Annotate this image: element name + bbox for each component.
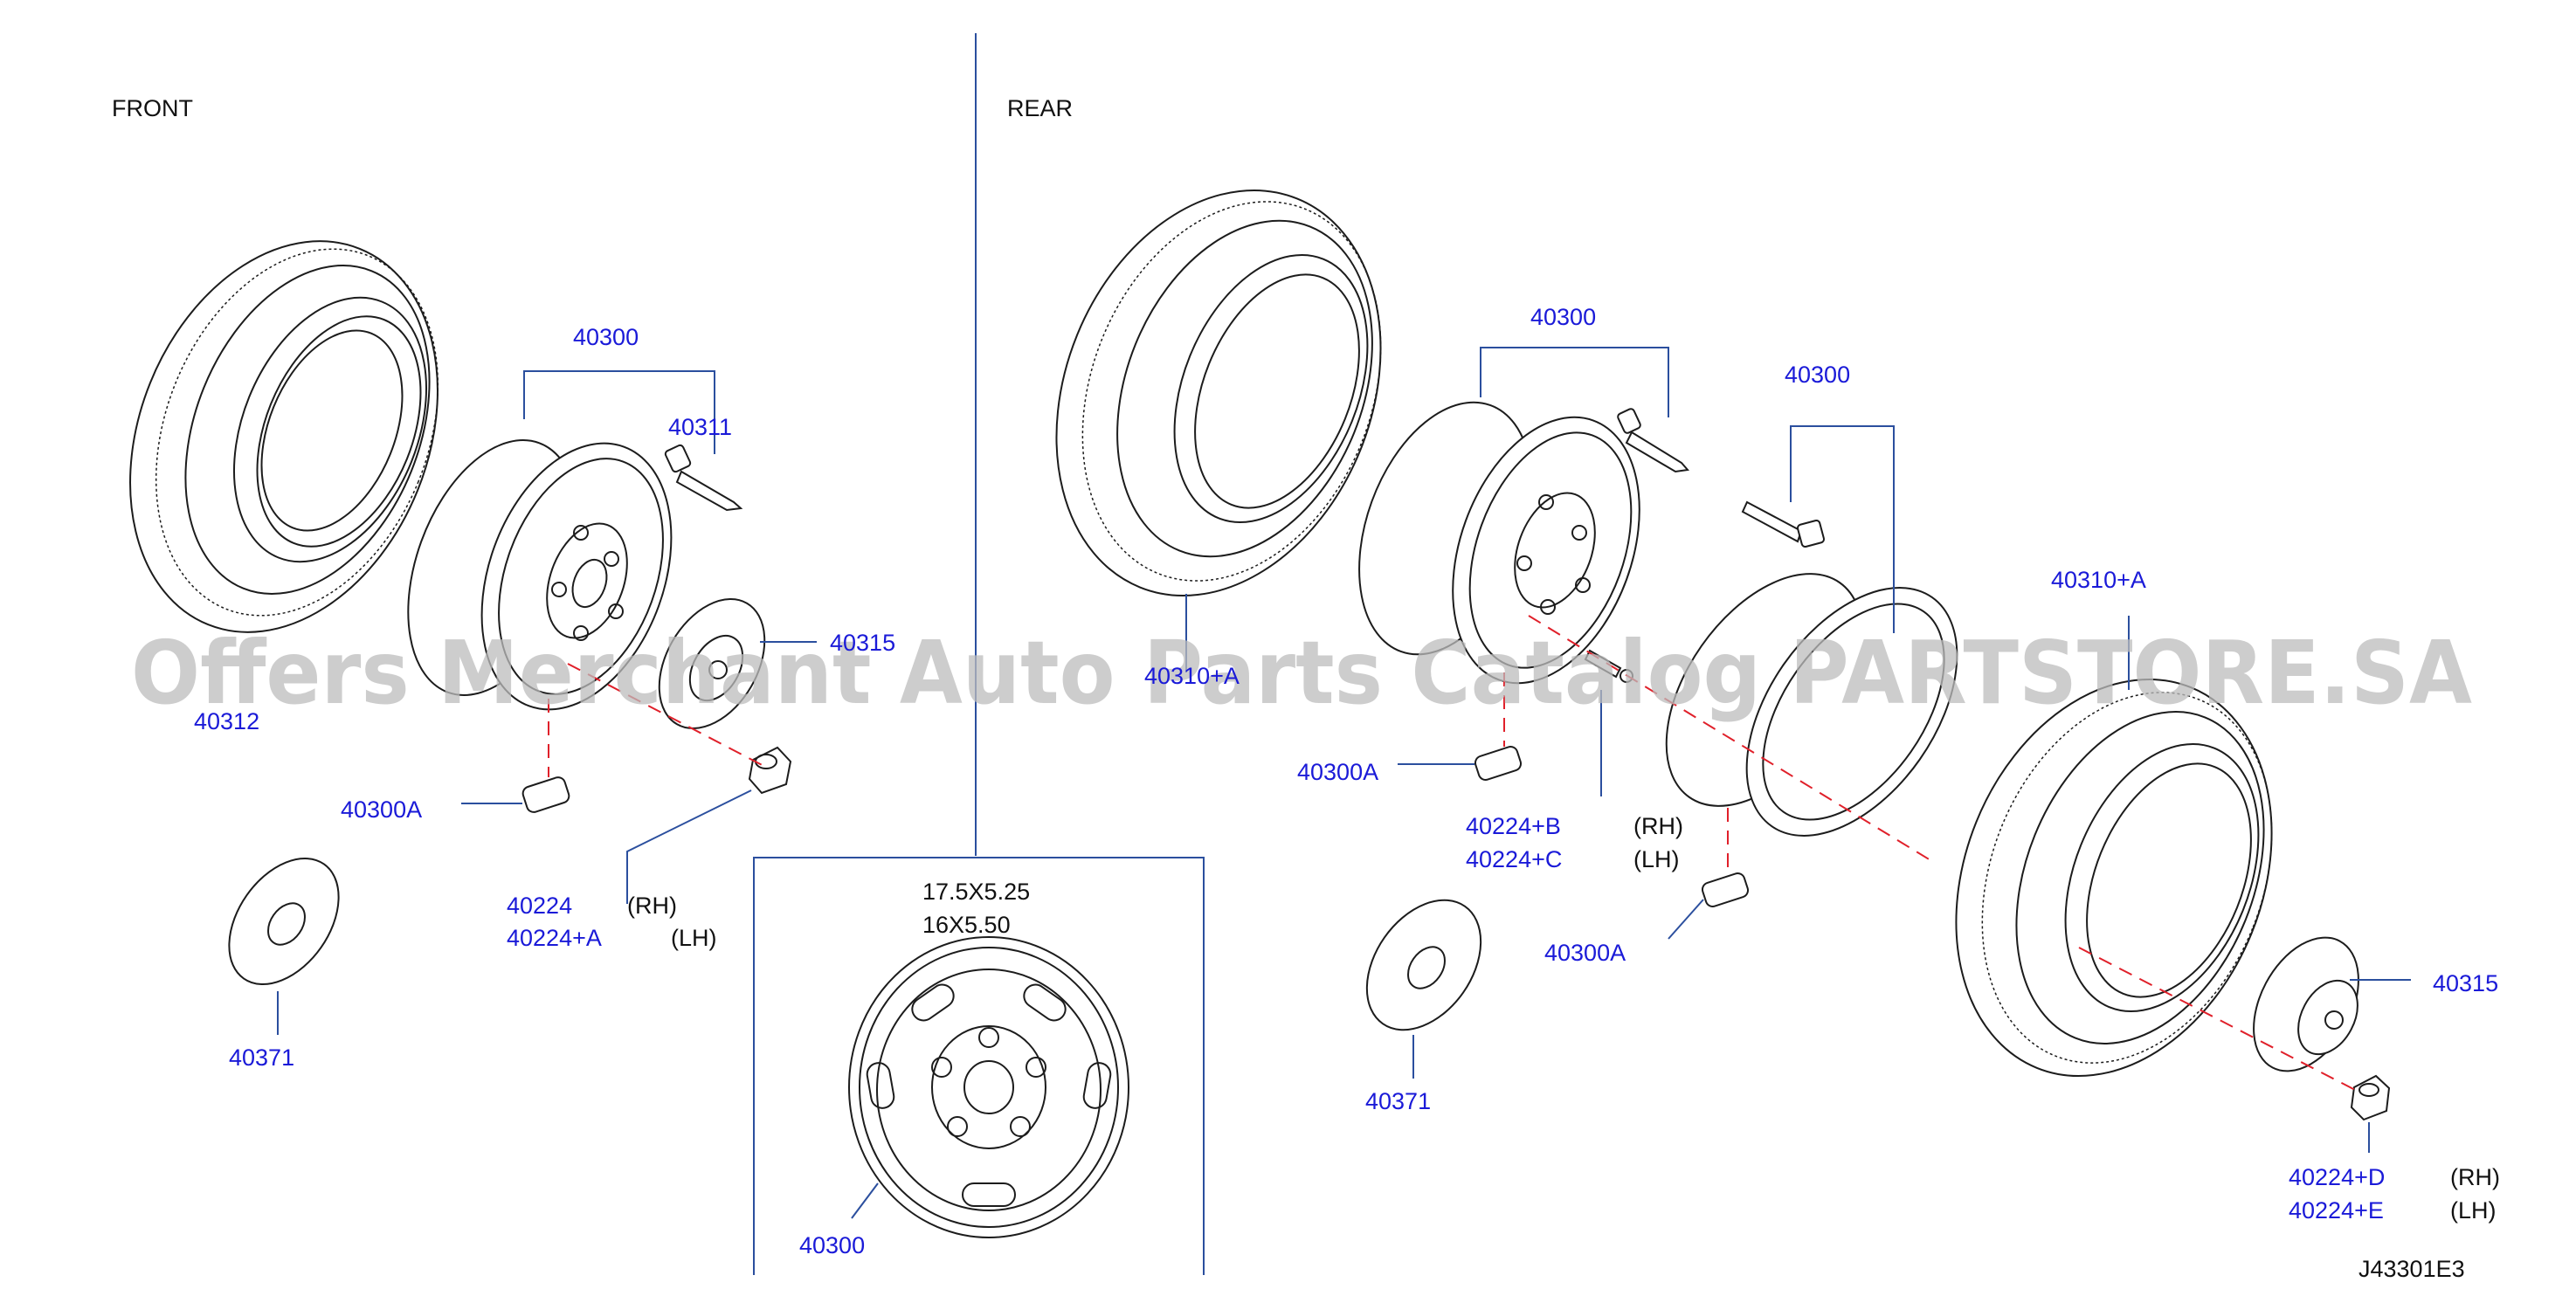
inset-wheel-leader [851,1182,879,1219]
rear-nut-d-label[interactable]: 40224+D [2289,1164,2385,1190]
rear-stud-b-label[interactable]: 40224+B [1466,813,1561,839]
rear-nut-illustration[interactable] [2350,1074,2391,1121]
front-hub-cap-label[interactable]: 40315 [830,630,895,656]
inset-size-1: 17.5X5.25 [922,879,1030,905]
rear-centerline-outer [2078,947,2359,1093]
rear-outer-tire-label[interactable]: 40310+A [2051,567,2146,593]
front-nut-rh-label[interactable]: 40224 [507,893,572,919]
rear-inner-valve-illustration[interactable] [1617,408,1689,473]
rear-outer-wheel-group-label[interactable]: 40300 [1785,362,1850,388]
front-washer-illustration[interactable] [207,838,362,1005]
inset-frame [753,857,1205,1275]
front-balance-weight-illustration[interactable] [521,776,571,814]
front-wheel-rim-illustration[interactable] [376,417,706,736]
front-nut-rh-side: (RH) [627,893,677,919]
rear-inner-wheel-group-bracket [1480,347,1669,417]
rear-inner-wheel-group-label[interactable]: 40300 [1530,304,1596,330]
rear-outer-wheel-group-bracket [1790,425,1895,633]
rear-outer-tire-illustration[interactable] [1899,631,2328,1123]
rear-nut-e-label[interactable]: 40224+E [2289,1197,2384,1224]
rear-nut-d-side: (RH) [2450,1164,2500,1190]
rear-outer-weight-label[interactable]: 40300A [1544,940,1626,966]
rear-outer-valve-illustration[interactable] [1741,500,1826,548]
front-valve-label[interactable]: 40311 [668,414,732,440]
rear-hub-cap-illustration[interactable] [2233,920,2380,1089]
front-hub-cap-illustration[interactable] [638,581,786,748]
rear-section-title: REAR [1007,95,1073,121]
rear-washer-illustration[interactable] [1343,879,1504,1051]
front-nut-leader [626,789,752,904]
rear-inner-tire-illustration[interactable] [998,141,1439,645]
diagram-code: J43301E3 [2358,1256,2465,1282]
rear-inner-weight-label[interactable]: 40300A [1297,759,1378,785]
rear-centerline [1528,615,1931,861]
rear-stud-c-label[interactable]: 40224+C [1466,846,1562,872]
watermark: Offers Merchant Auto Parts Catalog PARTS… [131,622,2472,724]
front-section-title: FRONT [112,95,193,121]
front-washer-label[interactable]: 40371 [229,1044,294,1071]
front-wheel-group-label[interactable]: 40300 [573,324,639,350]
front-valve-illustration[interactable] [664,444,743,512]
front-weight-label[interactable]: 40300A [341,796,422,823]
rear-outer-wheel-rim-illustration[interactable] [1626,539,2000,874]
rear-outer-weight-leader [1668,899,1704,940]
front-tire-illustration[interactable] [74,195,494,679]
rear-hub-cap-label[interactable]: 40315 [2433,970,2498,996]
inset-size-2: 16X5.50 [922,912,1011,938]
inset-wheel-illustration[interactable] [848,936,1129,1238]
front-wheel-group-bracket [523,370,715,454]
rear-inner-wheel-rim-illustration[interactable] [1327,378,1674,709]
rear-stud-b-side: (RH) [1633,813,1683,839]
rear-outer-weight-illustration[interactable] [1701,872,1750,908]
inset-wheel-label[interactable]: 40300 [799,1232,865,1258]
front-nut-lh-side: (LH) [671,925,717,951]
rear-washer-label[interactable]: 40371 [1365,1088,1431,1114]
front-nut-illustration[interactable] [748,746,792,795]
front-nut-lh-label[interactable]: 40224+A [507,925,602,951]
rear-stud-c-side: (LH) [1633,846,1680,872]
rear-stud-illustration[interactable] [1584,649,1633,683]
front-tire-label[interactable]: 40312 [194,708,259,734]
rear-nut-e-side: (LH) [2450,1197,2497,1224]
rear-inner-tire-label[interactable]: 40310+A [1144,663,1240,689]
rear-inner-weight-illustration[interactable] [1474,745,1523,782]
front-centerline [567,663,770,769]
